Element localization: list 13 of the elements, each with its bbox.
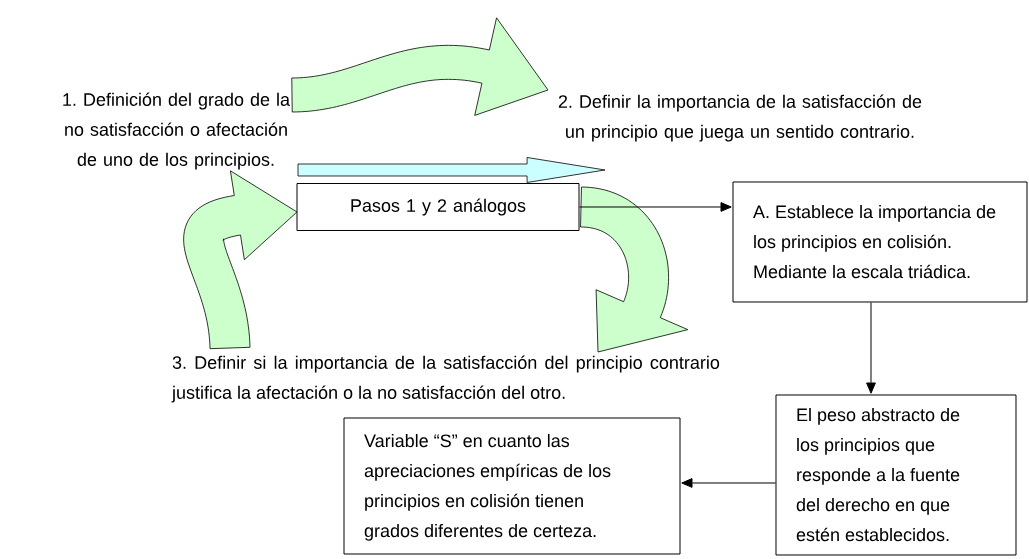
block-arrow xyxy=(297,157,606,183)
arrow xyxy=(681,478,776,488)
curved-arrow xyxy=(183,170,298,350)
text-label: 2. Definir la importancia de la satisfacción de un principio que juega un sentido contrario. xyxy=(558,94,922,142)
process-box: Pasos 1 y 2 análogos xyxy=(296,183,580,231)
text-label: 3. Definir si la importancia de la satisfacción del principio contrario justifica la afectación o la no satisfacción del otro. xyxy=(171,355,720,403)
text-label: 1. Definición del grado de la no satisfacción o afectación de uno de los principios. xyxy=(63,92,290,170)
curved-arrow xyxy=(291,17,549,116)
process-box: Variable “S” en cuanto las apreciaciones empíricas de los principios en colisión tienen grados diferentes de certeza. xyxy=(343,417,681,555)
arrow xyxy=(866,302,876,394)
arrow xyxy=(579,202,732,212)
process-box: A. Establece la importancia de los principios en colisión. Mediante la escala triádica. xyxy=(732,181,1028,303)
process-box: El peso abstracto de los principios que responde a la fuente del derecho en que estén establecidos. xyxy=(775,394,1017,556)
